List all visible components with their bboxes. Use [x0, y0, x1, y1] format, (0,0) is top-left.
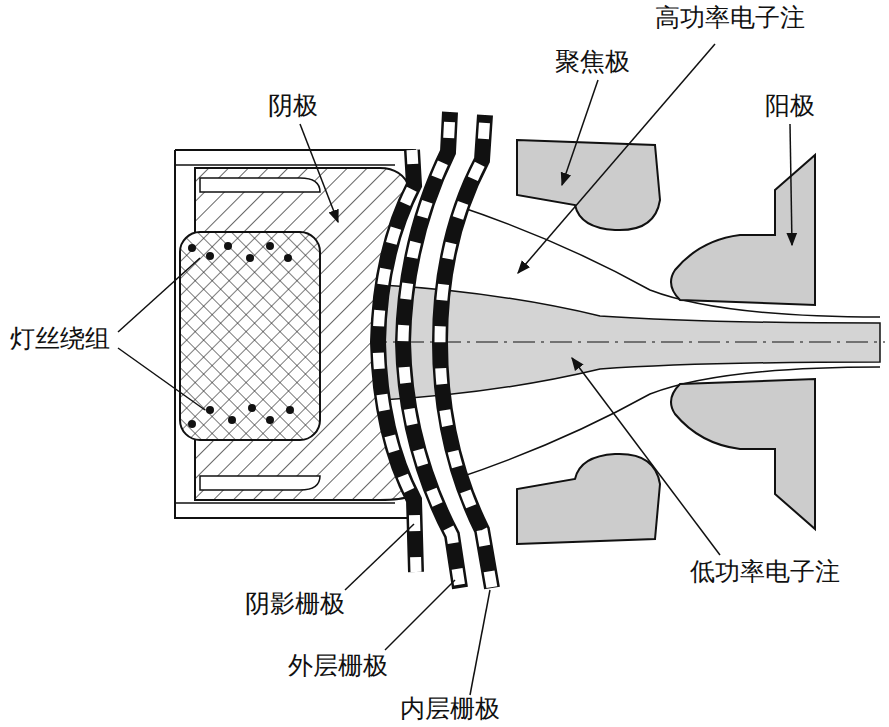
- part-label: 聚焦极: [555, 48, 630, 77]
- part-label: 灯丝绕组: [10, 325, 110, 354]
- part-label: 内层栅极: [400, 695, 500, 724]
- part-label: 阴影栅极: [245, 590, 345, 619]
- part-label: 阳极: [765, 92, 815, 121]
- part-label: 高功率电子注: [655, 4, 805, 33]
- part-label: 阴极: [268, 92, 318, 121]
- part-label: 低功率电子注: [690, 558, 840, 587]
- part-label: 外层栅极: [288, 652, 388, 681]
